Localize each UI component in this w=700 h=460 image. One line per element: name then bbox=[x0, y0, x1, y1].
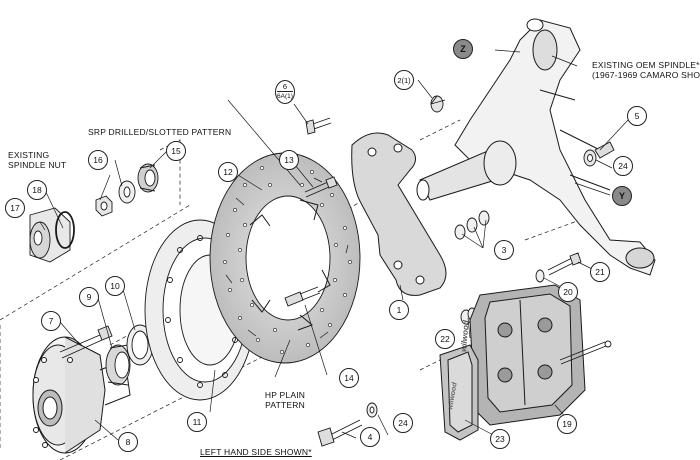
inner-bearing bbox=[105, 344, 131, 386]
callout-9: 9 bbox=[79, 287, 99, 307]
callout-19: 19 bbox=[557, 414, 577, 434]
bearing-race bbox=[126, 324, 154, 366]
left-hand-side-footer: LEFT HAND SIDE SHOWN* bbox=[200, 447, 312, 457]
washer-16 bbox=[118, 180, 136, 204]
callout-24-top: 24 bbox=[613, 156, 633, 176]
bolt-5 bbox=[594, 141, 615, 159]
pad-brand-text: wilwood bbox=[447, 381, 459, 410]
srp-pattern-label: SRP DRILLED/SLOTTED PATTERN bbox=[88, 127, 232, 137]
callout-8: 8 bbox=[118, 432, 138, 452]
rotor-bolt-14 bbox=[284, 286, 321, 307]
existing-oem-spindle-label: EXISTING OEM SPINDLE* (1967-1969 CAMARO … bbox=[592, 60, 700, 80]
oem-spindle bbox=[416, 18, 656, 276]
brake-pad-23 bbox=[439, 344, 479, 441]
callout-10: 10 bbox=[105, 276, 125, 296]
callout-16: 16 bbox=[88, 150, 108, 170]
callout-7: 7 bbox=[41, 311, 61, 331]
callout-y: Y bbox=[612, 186, 632, 206]
callout-14: 14 bbox=[339, 368, 359, 388]
callout-21: 21 bbox=[590, 262, 610, 282]
callout-23: 23 bbox=[490, 429, 510, 449]
callout-18: 18 bbox=[27, 180, 47, 200]
washer-20 bbox=[535, 269, 545, 283]
caliper-brand-text: wilwood bbox=[459, 319, 471, 352]
caliper-pin bbox=[559, 340, 612, 365]
hp-plain-pattern-label: HP PLAIN PATTERN bbox=[264, 390, 306, 410]
callout-1: 1 bbox=[389, 300, 409, 320]
callout-15: 15 bbox=[166, 141, 186, 161]
callout-5: 5 bbox=[627, 106, 647, 126]
bolt-6 bbox=[305, 117, 332, 135]
callout-22: 22 bbox=[435, 329, 455, 349]
washer-24-bottom bbox=[366, 402, 378, 418]
washer-24-top bbox=[583, 149, 597, 167]
callout-17: 17 bbox=[5, 198, 25, 218]
callout-13: 13 bbox=[279, 150, 299, 170]
callout-12: 12 bbox=[218, 162, 238, 182]
callout-2: 2(1) bbox=[394, 70, 414, 90]
leader-lines bbox=[39, 49, 629, 441]
spindle-nut bbox=[95, 195, 113, 217]
dust-cap-17 bbox=[29, 207, 71, 263]
callout-20: 20 bbox=[558, 282, 578, 302]
caliper-bolt-4 bbox=[317, 419, 363, 447]
o-ring-18 bbox=[55, 211, 75, 249]
bearing-cone-15 bbox=[137, 163, 159, 193]
spacer-2 bbox=[430, 95, 446, 113]
callout-11: 11 bbox=[187, 412, 207, 432]
rotor bbox=[209, 152, 361, 364]
caliper-bolt-21 bbox=[547, 252, 582, 276]
callout-3: 3 bbox=[494, 240, 514, 260]
caliper-bracket bbox=[351, 132, 447, 296]
caliper-19 bbox=[469, 284, 586, 426]
callout-4: 4 bbox=[360, 427, 380, 447]
existing-spindle-nut-label: EXISTING SPINDLE NUT bbox=[8, 150, 67, 170]
shims-3 bbox=[454, 210, 490, 240]
hub-assembly bbox=[32, 336, 131, 454]
callout-z: Z bbox=[453, 39, 473, 59]
bolt-13 bbox=[304, 176, 338, 198]
callout-24-bottom: 24 bbox=[393, 413, 413, 433]
